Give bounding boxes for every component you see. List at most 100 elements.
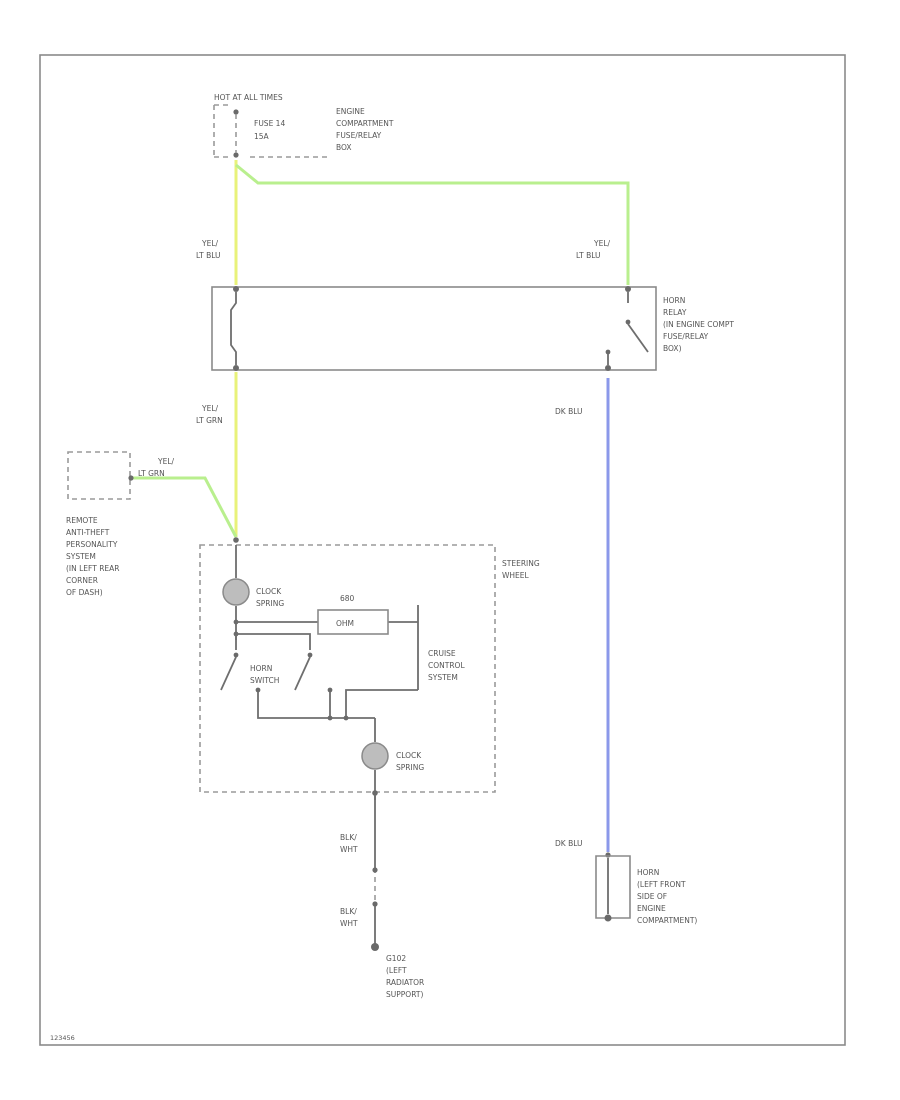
anti-theft-label-line: (IN LEFT REAR [66,564,120,573]
anti-theft-module: REMOTE ANTI-THEFT PERSONALITY SYSTEM (IN… [66,451,134,597]
relay-contact-pivot [625,319,631,325]
horn: HORN (LEFT FRONT SIDE OF ENGINE COMPARTM… [595,852,697,925]
wire-yel-lt-grn-anti-theft [132,476,238,538]
relay-terminal [625,286,631,292]
splice-dot [343,715,349,721]
fuse-terminal-bottom [233,152,239,158]
ground-label-line: G102 [386,954,406,963]
fuse-location-line: COMPARTMENT [336,119,394,128]
switch-contact [255,687,261,693]
anti-theft-label-line: REMOTE [66,516,98,525]
wire-label-anti-theft: LT GRN [138,469,165,478]
wire-label-top-left: LT BLU [196,251,221,260]
diagram-frame [39,54,846,1046]
horn-relay-label-line: RELAY [663,308,687,317]
resistor-label: OHM [336,619,354,628]
fuse-location-line: BOX [336,143,352,152]
horn-body [595,855,631,919]
anti-theft-label-line: OF DASH) [66,588,103,597]
horn-switch-label: HORN [250,664,272,673]
fuse-rating-text: 15A [254,132,270,141]
relay-terminal [605,365,611,371]
horn-label-line: COMPARTMENT) [637,916,697,925]
splice-dot [327,715,333,721]
relay-terminal [233,365,239,371]
resistor-680-ohm [317,609,389,635]
wire-label-top-left: YEL/ [201,239,218,248]
horn-label-line: (LEFT FRONT [637,880,686,889]
clock-spring-top-label: SPRING [256,599,284,608]
ground-label-line: RADIATOR [386,978,424,987]
cruise-label-line: CONTROL [428,661,465,670]
horn-label-line: SIDE OF [637,892,667,901]
cruise-label-line: CRUISE [428,649,456,658]
wire-label-top-right: LT BLU [576,251,601,260]
fuse-box: HOT AT ALL TIMES FUSE 14 15A ENGINE COMP… [213,93,394,158]
switch-pivot [307,652,313,658]
relay-switch-arm [627,323,649,353]
horn-ground-icon [604,914,612,922]
anti-theft-label-line: SYSTEM [66,552,96,561]
diagram-code: 123456 [50,1034,75,1042]
horn-label-line: ENGINE [637,904,666,913]
relay-coil [230,292,237,365]
switch-pivot [233,652,239,658]
wire-label-horn-feed: DK BLU [555,407,583,416]
wire-label-top-right: YEL/ [593,239,610,248]
ground-label-line: SUPPORT) [386,990,423,999]
fuse-header-text: HOT AT ALL TIMES [214,93,283,102]
horn-terminal-top [605,852,611,858]
wire-label-ground-2: WHT [340,919,358,928]
cruise-label-line: SYSTEM [428,673,458,682]
horn-relay-label-line: FUSE/RELAY [663,332,709,341]
anti-theft-terminal [128,475,134,481]
anti-theft-label-line: ANTI-THEFT [66,528,110,537]
steering-label-line: STEERING [502,559,540,568]
steering-label-line: WHEEL [502,571,530,580]
steering-wheel: STEERING WHEEL CLOCK SPRING 680 OHM CRUI… [199,537,540,800]
fuse-name-text: FUSE 14 [254,119,285,128]
clock-spring-top-label: CLOCK [256,587,282,596]
horn-relay-box [211,286,657,371]
horn-switch-feed [235,633,311,650]
ground-label-line: (LEFT [386,966,407,975]
steering-terminal-bottom [372,790,378,796]
anti-theft-label-line: PERSONALITY [66,540,118,549]
horn-relay-label-line: BOX) [663,344,682,353]
steering-terminal-top [233,537,239,543]
horn-switch-return [257,689,418,719]
switch-contact [327,687,333,693]
wire-yel-lt-blu-right [235,163,630,285]
wire-label-anti-theft: YEL/ [157,457,174,466]
ground-terminal [372,867,378,873]
fuse-location-line: FUSE/RELAY [336,131,382,140]
wire-label-relay-out: LT GRN [196,416,223,425]
horn-switch-right [294,656,311,691]
clock-spring-bottom-icon [361,742,389,770]
ground-terminal [372,901,378,907]
horn-relay: HORN RELAY (IN ENGINE COMPT FUSE/RELAY B… [211,286,734,371]
horn-switch-label: SWITCH [250,676,279,685]
steering-wheel-box [199,544,496,793]
wire-label-ground-1: BLK/ [340,833,357,842]
horn-relay-label-line: (IN ENGINE COMPT [663,320,734,329]
clock-spring-top-icon [222,578,250,606]
ground-point-icon [371,943,379,951]
horn-relay-label-line: HORN [663,296,685,305]
relay-contact-fixed [605,349,611,355]
ground-circuit: G102 (LEFT RADIATOR SUPPORT) [371,796,424,999]
fuse-terminal-top [233,109,239,115]
fuse-location-line: ENGINE [336,107,365,116]
horn-switch-left [220,656,237,691]
anti-theft-label-line: CORNER [66,576,98,585]
clock-spring-bottom-label: SPRING [396,763,424,772]
wire-label-horn-in: DK BLU [555,839,583,848]
fuse-box-outline [213,104,330,158]
wire-label-relay-out: YEL/ [201,404,218,413]
wire-label-ground-1: WHT [340,845,358,854]
resistor-label: 680 [340,594,355,603]
horn-label-line: HORN [637,868,659,877]
relay-terminal [233,286,239,292]
clock-spring-bottom-label: CLOCK [396,751,422,760]
